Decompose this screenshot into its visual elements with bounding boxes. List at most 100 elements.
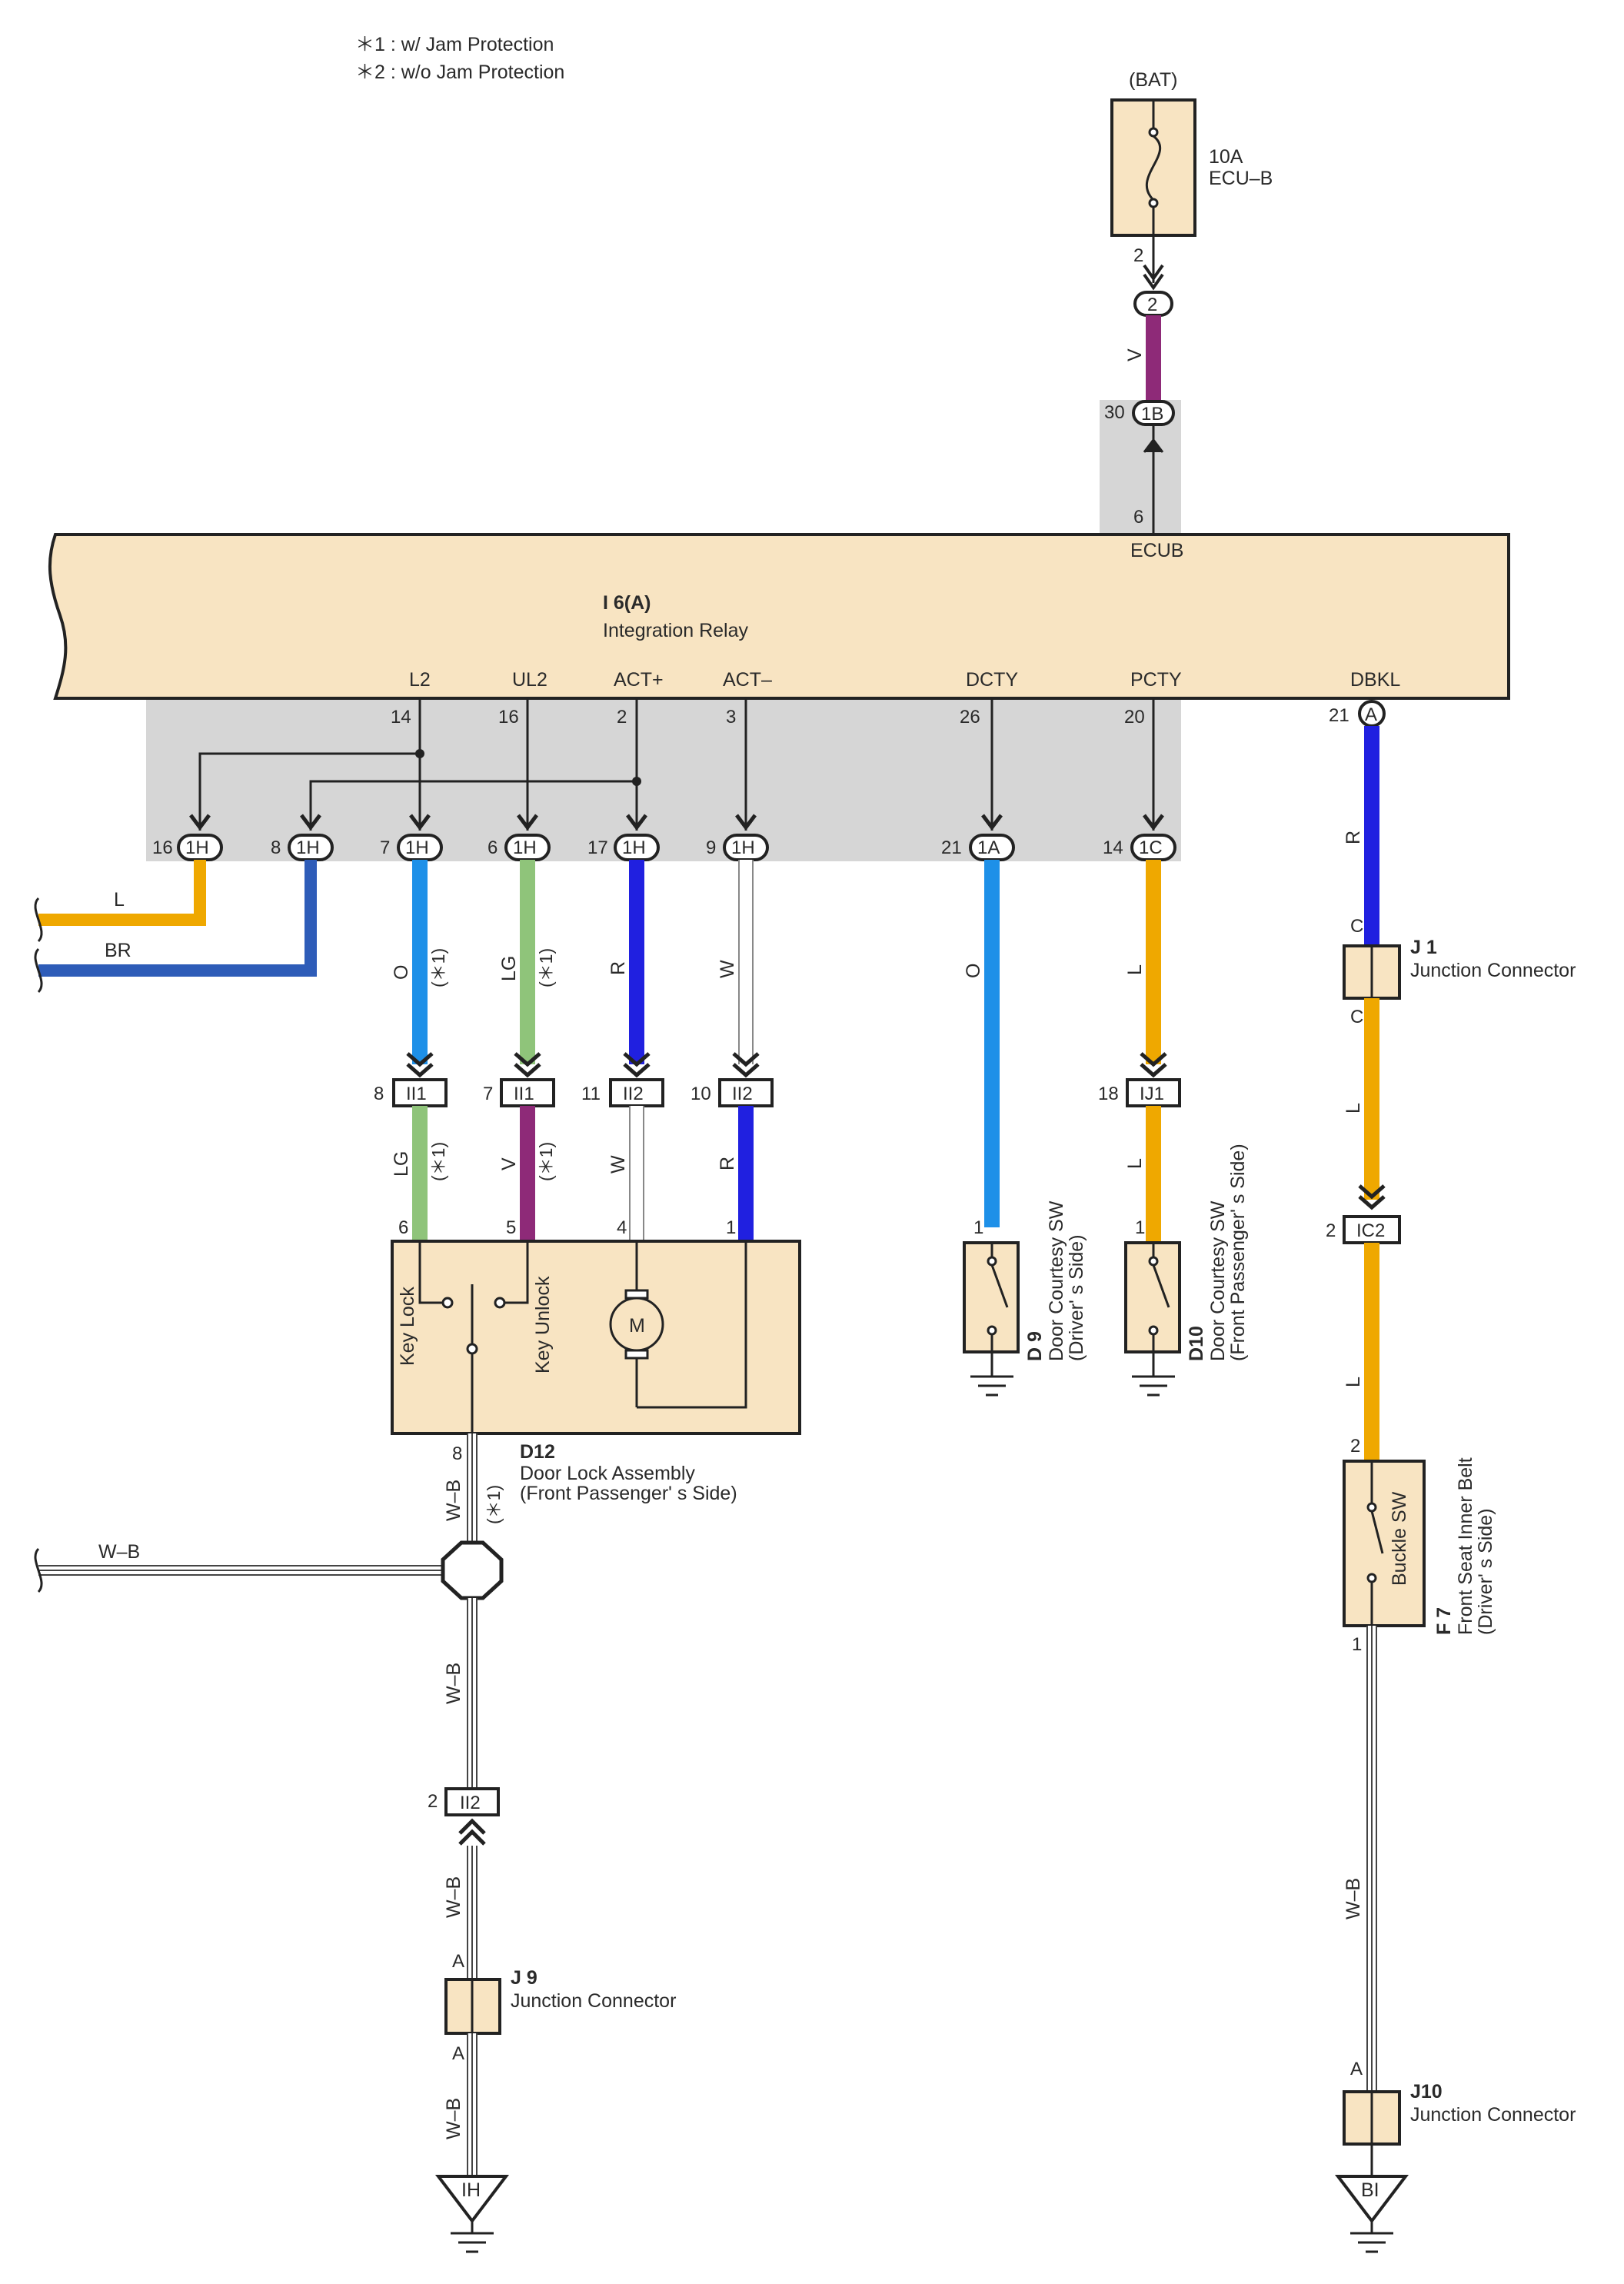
left-wire1-label: W–B (443, 1663, 464, 1704)
switch-icon (1152, 1264, 1170, 1308)
terminal-dcty: DCTY (966, 669, 1018, 691)
connector-a: A (1358, 700, 1386, 727)
d9-name: Door Courtesy SW (1046, 1200, 1067, 1361)
j10-name: Junction Connector (1410, 2104, 1576, 2126)
ic2-arrow-icon (1358, 1184, 1386, 1210)
svg-text:8: 8 (271, 837, 281, 858)
svg-text:1H: 1H (731, 837, 755, 858)
ecub-pin: 6 (1133, 507, 1143, 528)
j9-pin-bottom: A (452, 2043, 464, 2064)
svg-text:II1: II1 (514, 1084, 534, 1104)
terminal-ul2: UL2 (512, 669, 547, 691)
door-lock-pin-1: 1 (726, 1217, 736, 1238)
ii2-arrow-icon (458, 1818, 486, 1846)
ecub-terminal-label: ECUB (1130, 540, 1183, 561)
f7-pin-bottom: 1 (1352, 1634, 1362, 1655)
fuse-connector-label: 2 (1147, 295, 1157, 315)
upper-wires (412, 860, 1161, 1227)
motor-label: M (629, 1315, 645, 1337)
svg-text:(＊1): (＊1) (536, 948, 556, 987)
svg-text:1H: 1H (185, 837, 209, 858)
connector-a-label: A (1365, 704, 1377, 725)
ground-chain-left: W–B (＊1) W–B W–B 2 II2 W–B A J 9 Junctio… (34, 1433, 676, 2253)
side-wire-wb-label: W–B (98, 1541, 140, 1563)
svg-text:(＊1): (＊1) (536, 1142, 556, 1181)
connector-ii2-11: 11 II2 (581, 1078, 664, 1107)
j9-code: J 9 (511, 1967, 537, 1989)
pin-act-plus: 2 (617, 707, 627, 727)
d9-side: (Driver' s Side) (1066, 1234, 1087, 1361)
wire-v-label: V (1124, 348, 1146, 361)
pin-pcty: 20 (1124, 707, 1145, 727)
fuse-source-label: (BAT) (1129, 69, 1177, 91)
door-lock-out-wire-label: W–B (443, 1480, 464, 1521)
connector-1b-pin: 30 (1104, 402, 1125, 423)
right-wire1-label: R (1343, 831, 1364, 844)
inline-connectors: 8 II1 7 II1 11 II2 10 II2 18 IJ1 (374, 1078, 1181, 1107)
ic2-pin: 2 (1326, 1220, 1336, 1241)
ic2-label: IC2 (1356, 1220, 1385, 1241)
terminal-act-minus: ACT– (723, 669, 772, 691)
door-lock-pin-8: 8 (452, 1443, 462, 1464)
harness-arrows (189, 814, 1164, 831)
svg-text:II2: II2 (623, 1084, 644, 1104)
buckle-sw-label: Buckle SW (1389, 1491, 1410, 1586)
pin-act-minus: 3 (726, 707, 736, 727)
ground-ih-icon (434, 2175, 510, 2224)
terminal-act-plus: ACT+ (614, 669, 664, 691)
svg-text:R: R (717, 1157, 738, 1170)
door-lock-side: (Front Passenger' s Side) (520, 1483, 737, 1504)
door-lock-box (391, 1240, 801, 1435)
break-icon (34, 947, 43, 994)
door-lock-pin-5: 5 (506, 1217, 516, 1238)
side-wire-l-label: L (114, 889, 125, 911)
switch-icon (1370, 1510, 1384, 1554)
svg-text:II1: II1 (406, 1084, 427, 1104)
ii2-pin: 2 (428, 1791, 438, 1812)
buckle-switch-box (1343, 1460, 1426, 1627)
fuse-pin: 2 (1133, 245, 1143, 266)
j1-name: Junction Connector (1410, 960, 1576, 981)
harness-connector-row: 16 1H 8 1H 7 1H 6 1H 17 1H 9 1H (152, 834, 1176, 861)
right-wire3-label: L (1343, 1377, 1364, 1387)
svg-text:1H: 1H (296, 837, 320, 858)
fuse-rating: 10A (1209, 146, 1243, 168)
d10-code: D10 (1186, 1326, 1207, 1361)
pin-ul2: 16 (498, 707, 519, 727)
motor-icon (609, 1297, 664, 1352)
f7-name: Front Seat Inner Belt (1455, 1457, 1476, 1635)
svg-text:1H: 1H (513, 837, 537, 858)
right-wire2-label: L (1343, 1103, 1364, 1114)
connector-ii2-ground (444, 1787, 500, 1816)
connector-ij1-18: 18 IJ1 (1098, 1078, 1181, 1107)
j1-pin-bottom: C (1350, 1007, 1363, 1027)
side-wire-br-label: BR (105, 940, 131, 961)
svg-text:V: V (498, 1157, 520, 1170)
svg-text:W: W (607, 1155, 629, 1174)
svg-text:6: 6 (488, 837, 498, 858)
svg-text:L: L (1124, 964, 1146, 975)
connector-1c-14: 14 1C (1103, 834, 1176, 861)
door-courtesy-sw-passenger: 1 D10 Door Courtesy SW (Front Passenger'… (1124, 1144, 1249, 1397)
svg-text:16: 16 (152, 837, 173, 858)
svg-text:(＊1): (＊1) (428, 948, 448, 987)
svg-text:9: 9 (706, 837, 716, 858)
svg-text:LG: LG (498, 956, 520, 981)
connector-1b-label: 1B (1141, 404, 1163, 425)
relay-pin-numbers: 14 16 2 3 26 20 21 (391, 705, 1349, 727)
key-lock-label: Key Lock (397, 1287, 418, 1366)
svg-text:W: W (717, 960, 738, 978)
ground-bi-label: BI (1361, 2179, 1379, 2201)
terminal-l2: L2 (409, 669, 431, 691)
door-lock-assembly: 6 5 4 1 M Key Lock Key Unlock 8 D12 Door… (391, 1217, 801, 1504)
left-wire3-label: W–B (443, 2098, 464, 2139)
right-wire4-label: W–B (1343, 1878, 1364, 1919)
door-lock-pin-6: 6 (398, 1217, 408, 1238)
j9-name: Junction Connector (511, 1990, 676, 2012)
svg-text:L: L (1124, 1158, 1146, 1169)
svg-text:O: O (963, 964, 984, 978)
d10-pin: 1 (1135, 1217, 1145, 1238)
connector-1h-17: 17 1H (587, 834, 660, 861)
splice-point-icon (441, 1540, 504, 1600)
